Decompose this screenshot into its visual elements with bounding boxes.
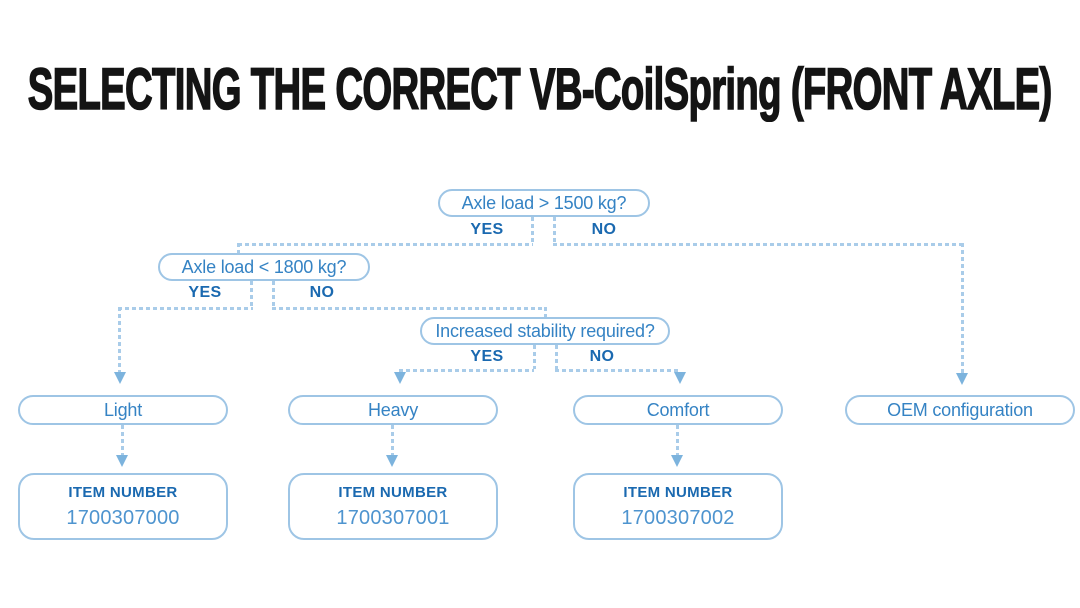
arrow-down-item3-icon [671,455,683,467]
connector-to-oem [961,243,964,373]
question-label: Increased stability required? [435,320,655,341]
connector-q3-no-stub [555,345,558,369]
connector-q2-no-line [272,307,546,310]
q1-yes-label: YES [470,221,504,238]
item-number-heading: ITEM NUMBER [623,483,733,501]
question-box-axle-load-1500: Axle load > 1500 kg? [438,189,650,217]
question-label: Axle load > 1500 kg? [461,192,627,213]
arrow-down-heavy-icon [394,372,406,384]
connector-q2-yes-line [118,307,253,310]
connector-q2-no-stub [272,281,275,307]
arrow-down-item2-icon [386,455,398,467]
question-box-axle-load-1800: Axle load < 1800 kg? [158,253,370,281]
connector-to-light [118,307,121,372]
item-number-card-comfort: ITEM NUMBER 1700307002 [573,473,783,540]
connector-q1-yes-stub [531,217,534,243]
arrow-down-comfort-icon [674,372,686,384]
q2-no-label: NO [309,284,335,301]
item-number-heading: ITEM NUMBER [338,483,448,501]
item-number-heading: ITEM NUMBER [68,483,178,501]
result-label: Light [103,399,143,420]
connector-q3-yes-stub [533,345,536,369]
connector-q3-no-line [555,369,681,372]
connector-q1-yes-line [238,243,533,246]
connector-q2-yes-stub [250,281,253,307]
page-title: SELECTING THE CORRECT VB-CoilSpring (FRO… [28,57,1054,122]
connector-to-q3 [544,307,547,317]
arrow-down-item1-icon [116,455,128,467]
item-number-value: 1700307002 [621,506,735,529]
question-box-increased-stability: Increased stability required? [420,317,670,345]
connector-heavy-to-item [391,425,394,455]
result-box-oem-configuration: OEM configuration [845,395,1075,425]
item-number-card-heavy: ITEM NUMBER 1700307001 [288,473,498,540]
q2-yes-label: YES [188,284,222,301]
question-label: Axle load < 1800 kg? [181,256,347,277]
connector-q3-yes-line [399,369,534,372]
q3-yes-label: YES [470,348,504,365]
connector-q1-no-line [553,243,963,246]
arrow-down-light-icon [114,372,126,384]
q1-no-label: NO [591,221,617,238]
page-title-row: SELECTING THE CORRECT VB-CoilSpring (FRO… [0,57,1080,122]
arrow-down-oem-icon [956,373,968,385]
result-box-heavy: Heavy [288,395,498,425]
item-number-card-light: ITEM NUMBER 1700307000 [18,473,228,540]
connector-q1-no-stub [553,217,556,243]
connector-light-to-item [121,425,124,455]
q3-no-label: NO [589,348,615,365]
result-box-light: Light [18,395,228,425]
result-label: OEM configuration [887,399,1033,420]
result-box-comfort: Comfort [573,395,783,425]
connector-to-q2 [237,243,240,253]
result-label: Heavy [367,399,419,420]
connector-comfort-to-item [676,425,679,455]
item-number-value: 1700307000 [66,506,180,529]
result-label: Comfort [646,399,710,420]
item-number-value: 1700307001 [336,506,450,529]
